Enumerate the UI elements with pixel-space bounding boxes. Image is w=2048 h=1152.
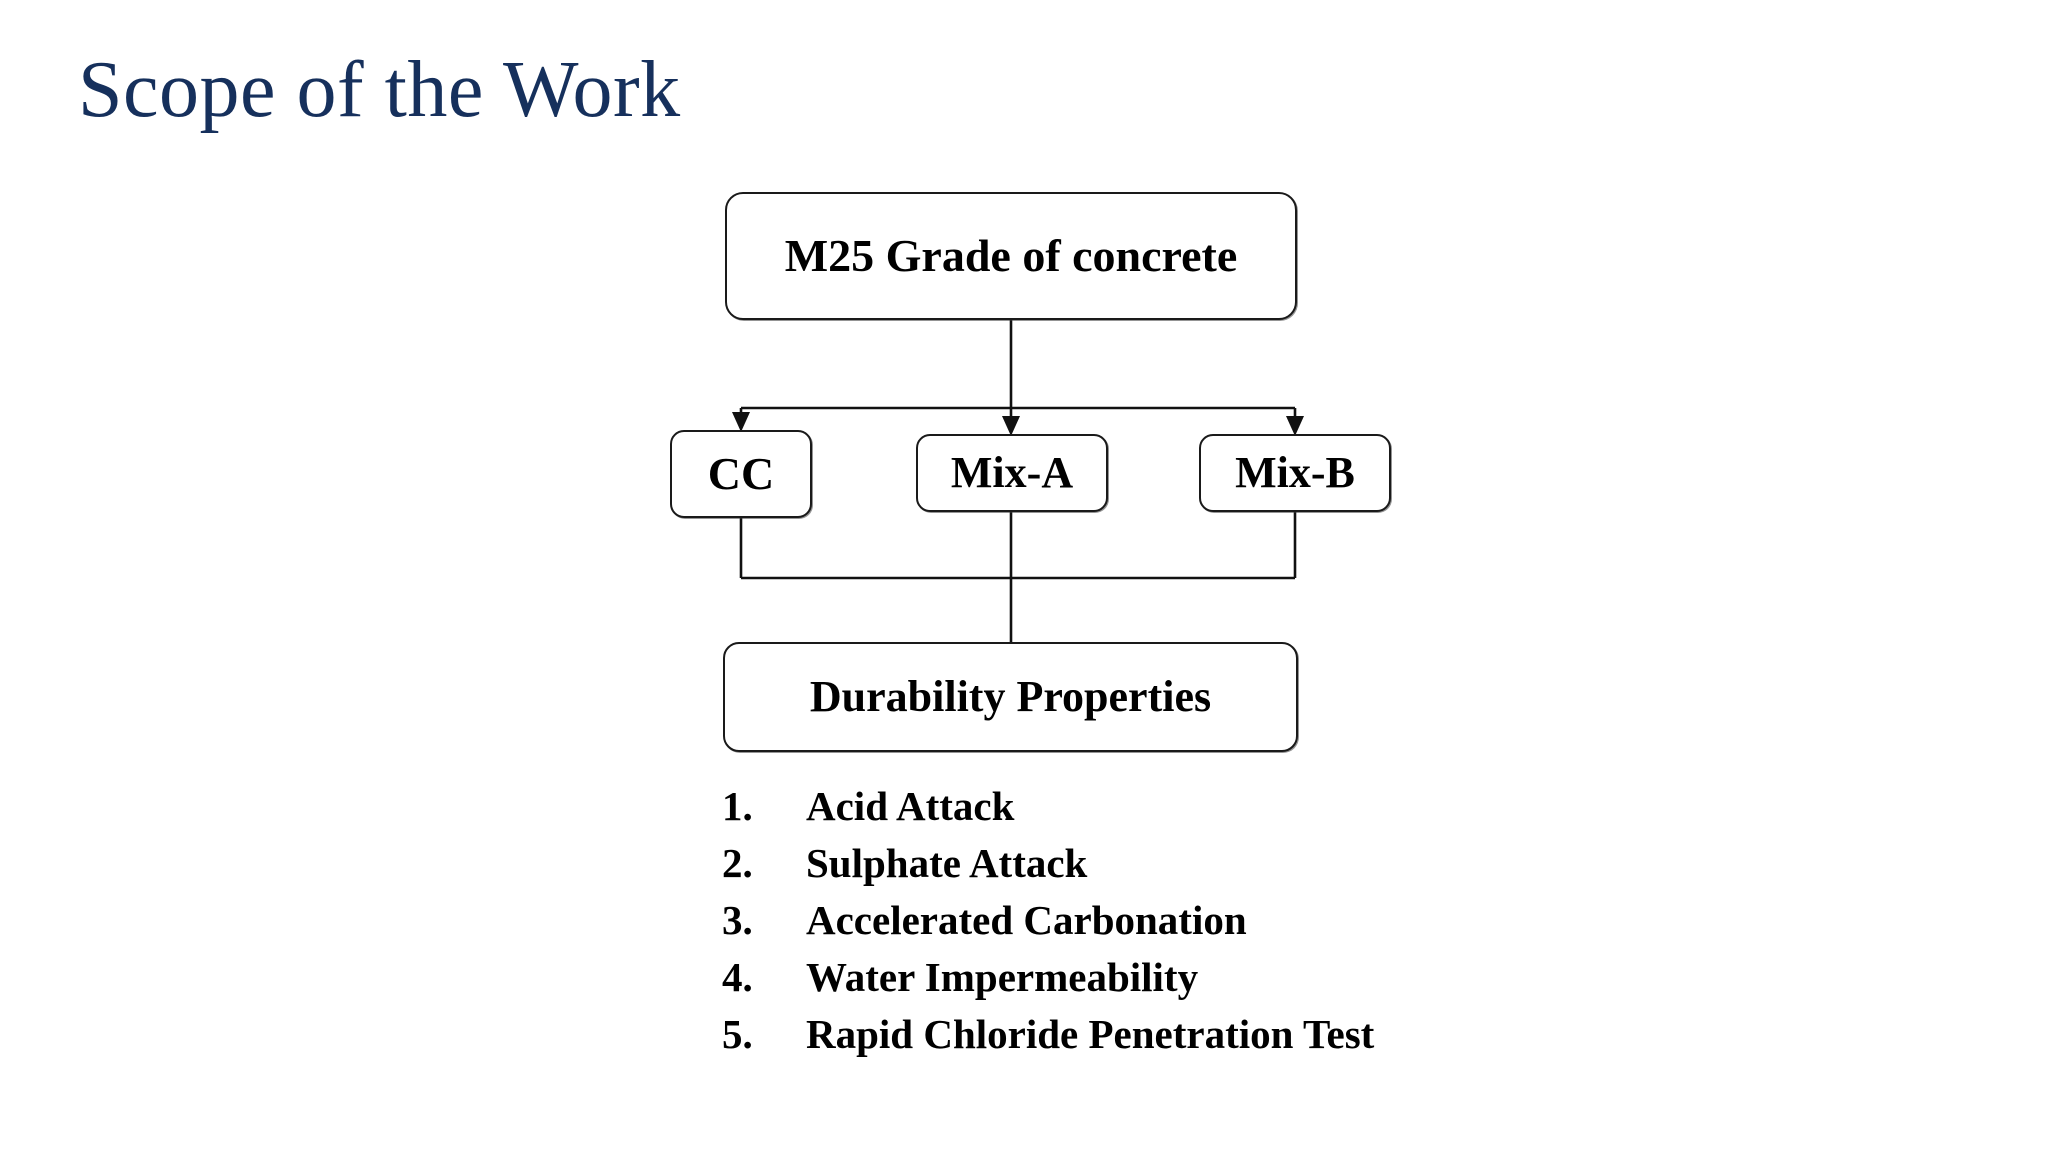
flow-node-mix-b-label: Mix-B [1235,448,1355,497]
flow-node-cc[interactable]: CC [670,430,812,518]
list-item: 5. Rapid Chloride Penetration Test [722,1006,1374,1063]
list-item-number: 2. [722,840,753,886]
flow-node-m25-label: M25 Grade of concrete [784,230,1238,281]
flow-node-mix-a-label: Mix-A [950,448,1074,497]
flow-node-cc-label: CC [707,448,775,499]
flow-node-durability-label: Durability Properties [809,672,1212,721]
arrowhead-cc [732,412,750,432]
list-item-label: Acid Attack [806,783,1015,829]
arrowhead-mix-b [1286,416,1304,436]
list-item-label: Sulphate Attack [806,840,1088,886]
list-item: 4. Water Impermeability [722,949,1374,1006]
flow-node-mix-b[interactable]: Mix-B [1199,434,1391,512]
list-item-label: Accelerated Carbonation [806,897,1247,943]
list-item: 2. Sulphate Attack [722,835,1374,892]
list-item-label: Rapid Chloride Penetration Test [806,1011,1375,1057]
list-item-number: 3. [722,897,753,943]
list-item: 1. Acid Attack [722,778,1374,835]
list-item-number: 4. [722,954,753,1000]
page-title: Scope of the Work [78,46,681,134]
durability-tests-list: 1. Acid Attack 2. Sulphate Attack 3. Acc… [722,778,1374,1063]
arrowhead-mix-a [1002,416,1020,436]
flow-node-m25[interactable]: M25 Grade of concrete [725,192,1297,320]
list-item-label: Water Impermeability [806,954,1199,1000]
list-item-number: 1. [722,783,753,829]
flow-node-durability[interactable]: Durability Properties [723,642,1298,752]
list-item-number: 5. [722,1011,753,1057]
list-item: 3. Accelerated Carbonation [722,892,1374,949]
flow-node-mix-a[interactable]: Mix-A [916,434,1108,512]
